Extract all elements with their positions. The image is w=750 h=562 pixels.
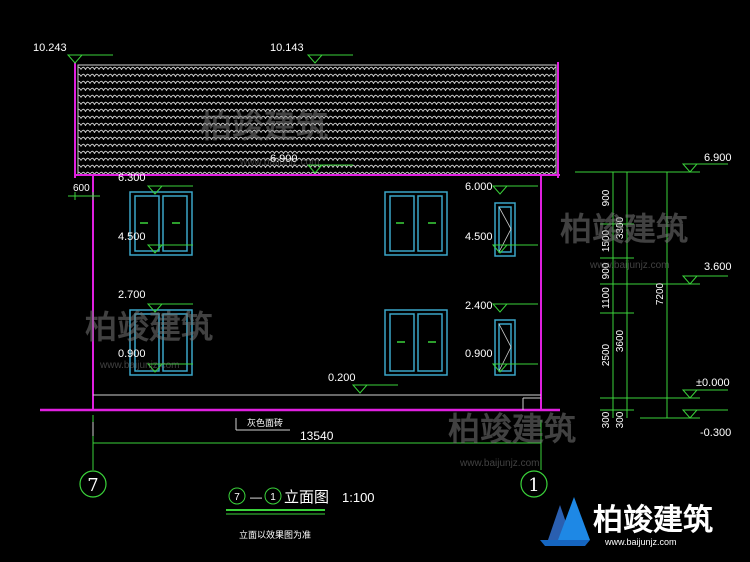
elev-lower-win-bot-left: 0.900 xyxy=(118,348,146,360)
elevation-marker-icon xyxy=(491,303,538,313)
width-dimension: 13540 xyxy=(300,429,334,443)
elevation-marker-icon xyxy=(146,363,193,373)
level-top: 6.900 xyxy=(704,152,732,164)
vertical-dimensions xyxy=(575,171,700,419)
vertical-dim-label: 1500 xyxy=(601,229,612,252)
watermark: 柏竣建筑 www.baijunjz.com 柏竣建筑 www.baijunjz.… xyxy=(85,108,688,469)
elev-upper-win-bot-left: 4.500 xyxy=(118,231,146,243)
vertical-dim-label: 900 xyxy=(601,189,612,206)
elevation-marker-icon xyxy=(146,185,193,195)
elevation-marker-icon xyxy=(146,303,193,313)
watermark-url: www.baijunjz.com xyxy=(239,157,319,168)
logo-brand: 柏竣建筑 xyxy=(593,503,713,537)
elevation-marker-icon xyxy=(681,409,728,419)
title-scale: 1:100 xyxy=(342,490,375,505)
watermark-url: www.baijunjz.com xyxy=(99,360,179,371)
elevation-marker-icon xyxy=(681,163,728,173)
vertical-dim-label: 900 xyxy=(601,262,612,279)
elev-upper-win-top-right: 6.000 xyxy=(465,181,493,193)
window-small-upper xyxy=(494,202,516,257)
roof-tiles xyxy=(78,65,556,175)
bottom-dimension xyxy=(92,415,542,470)
vertical-dim-label: 2500 xyxy=(601,343,612,366)
axis-bubble-right: 1 xyxy=(520,470,548,498)
wall-outline xyxy=(40,175,560,412)
vertical-dim-label: 300 xyxy=(615,411,626,428)
title-note: 立面以效果图为准 xyxy=(239,529,311,540)
axis-bubble-icon xyxy=(79,470,107,498)
logo-url: www.baijunjz.com xyxy=(604,537,677,547)
watermark-brand: 柏竣建筑 xyxy=(560,211,688,247)
elevation-markers xyxy=(66,54,728,419)
elev-roof-ridge: 10.143 xyxy=(270,42,304,54)
elev-upper-win-top-left: 6.300 xyxy=(118,172,146,184)
level-mid: 3.600 xyxy=(704,261,732,273)
title-left-axis: 7 xyxy=(234,492,240,503)
axis-bubble-icon xyxy=(264,487,282,505)
elev-roof-left: 10.243 xyxy=(33,42,67,54)
elevation-labels: 10.243 10.143 6.900 600 6.300 4.500 6.00… xyxy=(33,42,732,439)
elev-overhang: 600 xyxy=(73,183,90,194)
elev-eave: 6.900 xyxy=(270,153,298,165)
axis-bubble-left: 7 xyxy=(79,470,107,498)
watermark-brand: 柏竣建筑 xyxy=(200,108,328,144)
vertical-dim-labels: 900 1500 900 1100 2500 300 3300 3600 300 7200 xyxy=(601,189,666,428)
drawing-title: 7 — 1 立面图 1:100 立面以效果图为准 xyxy=(226,487,375,540)
watermark-url: www.baijunjz.com xyxy=(459,458,539,469)
window-lower-right xyxy=(384,309,448,376)
vertical-dim-label: 300 xyxy=(601,411,612,428)
level-zero: ±0.000 xyxy=(696,377,730,389)
elevation-marker-icon xyxy=(491,363,538,373)
vertical-dim-label: 3300 xyxy=(615,216,626,239)
corner-logo: 柏竣建筑 www.baijunjz.com xyxy=(540,497,713,547)
elev-lower-win-top-left: 2.700 xyxy=(118,289,146,301)
elevation-marker-icon xyxy=(491,244,538,254)
watermark-brand: 柏竣建筑 xyxy=(85,309,213,345)
axis-label-right: 1 xyxy=(528,475,539,496)
windows xyxy=(129,191,516,376)
axis-bubble-icon xyxy=(520,470,548,498)
elev-lower-win-bot-right: 0.900 xyxy=(465,348,493,360)
elevation-marker-icon xyxy=(491,185,538,195)
elev-upper-win-bot-right: 4.500 xyxy=(465,231,493,243)
title-right-axis: 1 xyxy=(270,492,276,503)
logo-icon xyxy=(540,497,590,546)
elev-plinth: 0.200 xyxy=(328,372,356,384)
material-note: 灰色面砖 xyxy=(247,417,283,428)
elevation-marker-icon xyxy=(351,384,398,394)
vertical-dim-label: 3600 xyxy=(615,329,626,352)
watermark-url: www.baijunjz.com xyxy=(589,260,669,271)
elevation-marker-icon xyxy=(681,389,728,399)
watermark-brand: 柏竣建筑 xyxy=(448,411,576,447)
elevation-marker-icon xyxy=(146,244,193,254)
elev-lower-win-top-right: 2.400 xyxy=(465,300,493,312)
title-dash: — xyxy=(250,490,262,504)
elevation-marker-icon xyxy=(306,54,353,64)
vertical-dim-label: 7200 xyxy=(655,282,666,305)
axis-label-left: 7 xyxy=(87,475,98,496)
overhang-dim xyxy=(68,192,100,200)
axis-bubble-icon xyxy=(228,487,246,505)
elevation-marker-icon xyxy=(306,164,353,174)
window-lower-left xyxy=(129,309,193,376)
elevation-marker-icon xyxy=(681,275,728,285)
vertical-dim-label: 1100 xyxy=(601,287,612,309)
elevation-marker-icon xyxy=(66,54,113,64)
level-ground: -0.300 xyxy=(700,427,731,439)
roof xyxy=(74,62,560,178)
window-small-lower xyxy=(494,319,516,376)
window-upper-left xyxy=(129,191,193,256)
window-upper-right xyxy=(384,191,448,256)
title-name: 立面图 xyxy=(284,489,329,506)
